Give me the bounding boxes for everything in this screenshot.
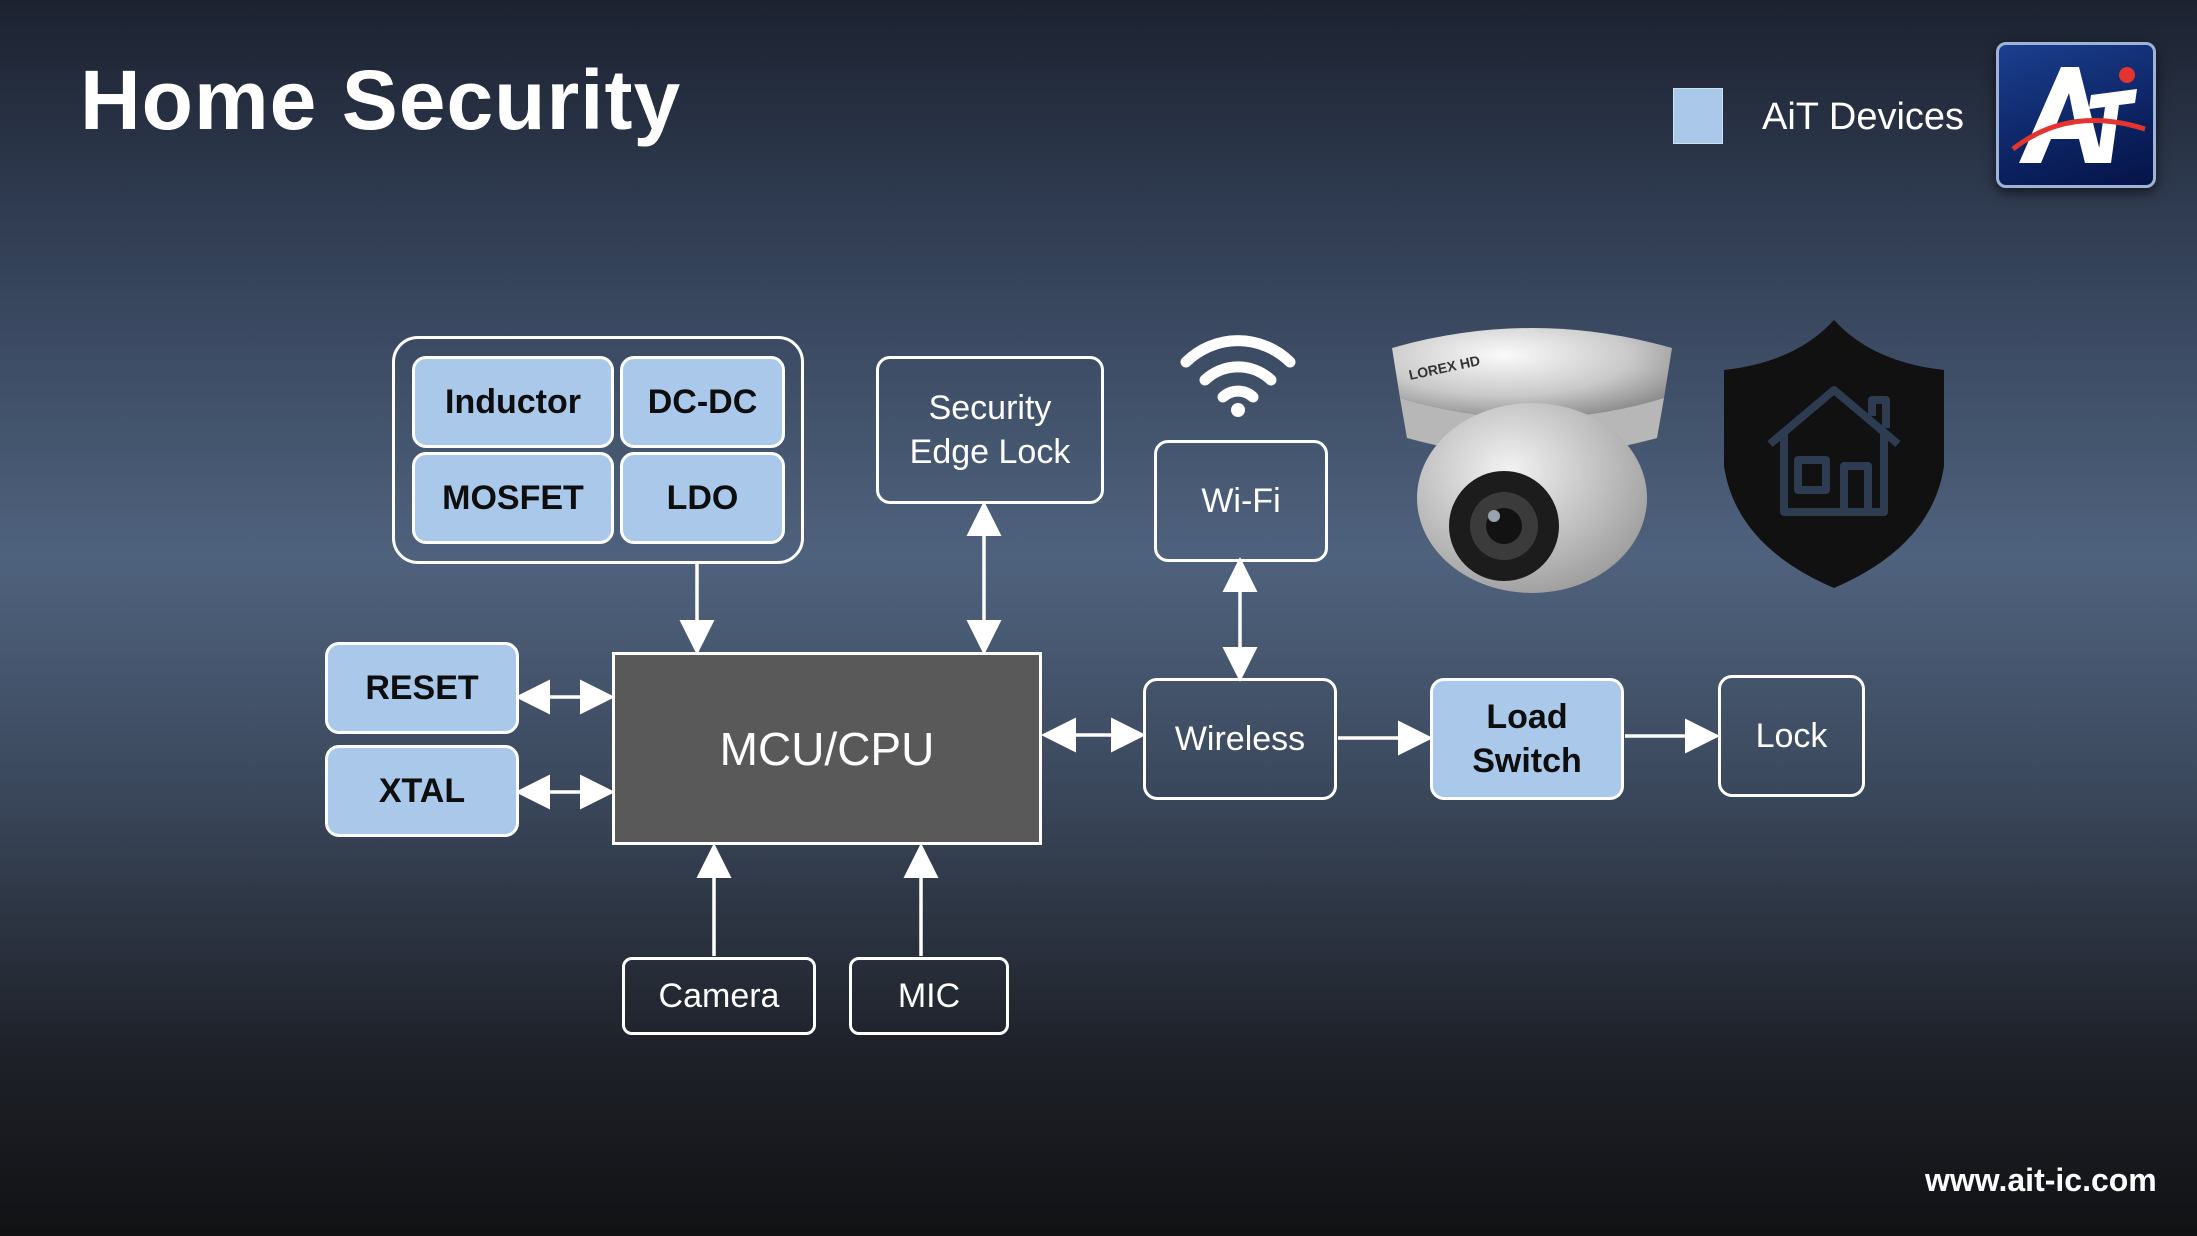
edge-lock-line2: Edge Lock <box>909 433 1071 471</box>
legend-label: AiT Devices <box>1762 96 1965 138</box>
load-switch-block: Load Switch <box>1430 678 1624 800</box>
footer-url: www.ait-ic.com <box>1925 1162 2157 1198</box>
dc-dc-block: DC-DC <box>620 356 785 448</box>
mcu-cpu-block: MCU/CPU <box>612 652 1042 845</box>
edge-lock-line1: Security <box>928 388 1052 427</box>
mic-block: MIC <box>849 957 1009 1035</box>
reset-block: RESET <box>325 642 519 734</box>
load-switch-line1: Load <box>1486 697 1568 736</box>
wifi-signal-icon <box>1180 335 1296 417</box>
wireless-block: Wireless <box>1143 678 1337 800</box>
camera-block: Camera <box>622 957 816 1035</box>
lock-block: Lock <box>1718 675 1865 797</box>
inductor-block: Inductor <box>412 356 614 448</box>
load-switch-line2: Switch <box>1472 742 1582 780</box>
mcu-label: MCU/CPU <box>719 722 935 775</box>
power-components-group <box>392 336 804 564</box>
security-edge-lock-block: Security Edge Lock <box>876 356 1104 504</box>
dome-camera-image: LOREX HD <box>1392 328 1672 593</box>
mosfet-block: MOSFET <box>412 452 614 544</box>
ait-logo-icon <box>1996 42 2156 188</box>
legend-swatch <box>1673 88 1723 144</box>
page-title: Home Security <box>80 53 682 147</box>
wifi-block: Wi-Fi <box>1154 440 1328 562</box>
xtal-block: XTAL <box>325 745 519 837</box>
shield-home-icon <box>1724 320 1944 588</box>
ldo-block: LDO <box>620 452 785 544</box>
